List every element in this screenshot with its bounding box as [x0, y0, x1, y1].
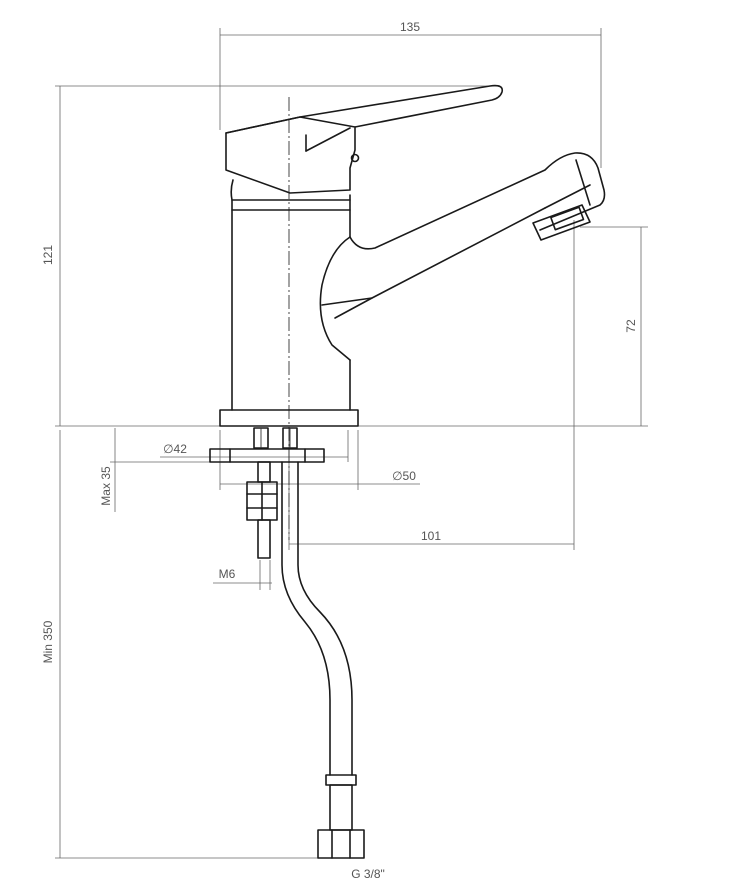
faucet-spout: [319, 152, 606, 361]
mounting-hardware: [209, 427, 325, 559]
dimension-labels: 135 121 72 ∅42 ∅50 Max 35 101 M6 Min 350…: [41, 20, 638, 881]
dim-label-135: 135: [400, 20, 420, 34]
dim-label-diam-42: ∅42: [163, 442, 187, 456]
dim-label-diam-50: ∅50: [392, 469, 416, 483]
dim-label-m6: M6: [219, 567, 236, 581]
dim-label-g-3-8: G 3/8": [351, 867, 385, 881]
faucet-body: [219, 84, 504, 427]
dim-label-121: 121: [41, 245, 55, 265]
dim-label-max-35: Max 35: [99, 466, 113, 506]
supply-hose: [281, 461, 365, 859]
dim-label-101: 101: [421, 529, 441, 543]
dim-label-72: 72: [624, 319, 638, 333]
dim-label-min-350: Min 350: [41, 620, 55, 663]
